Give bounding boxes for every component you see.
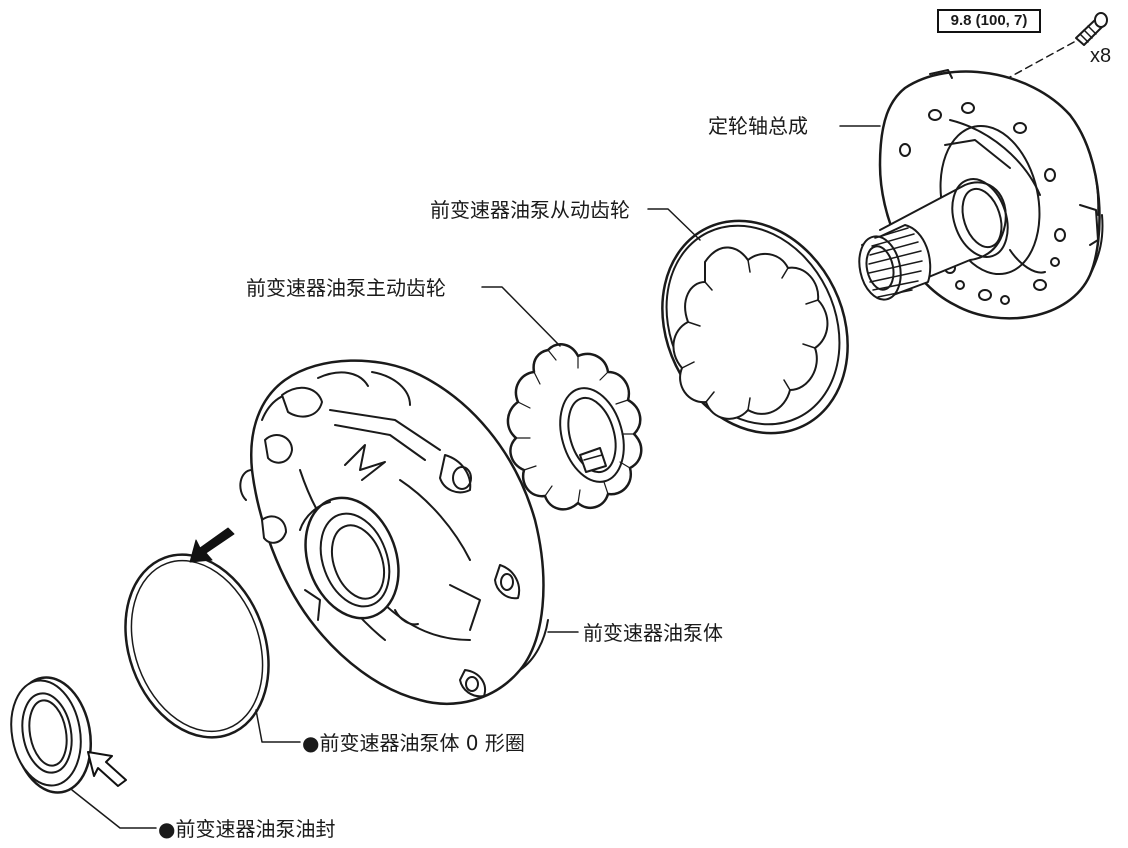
pump-body (239, 359, 549, 705)
leader-oil-seal (71, 789, 157, 829)
o-ring (124, 553, 270, 739)
non-reusable-mark: ● (158, 817, 176, 841)
label-oil-seal-text: 前变速器油泵油封 (175, 817, 336, 841)
install-direction-arrow-outline-icon (87, 751, 127, 787)
leader-o-ring (255, 709, 301, 743)
bolt-quantity: x8 (1090, 45, 1112, 67)
label-oil-seal: ●前变速器油泵油封 (158, 817, 335, 841)
leader-drive-gear (481, 286, 561, 347)
drive-gear (506, 343, 643, 511)
stator-shaft-assembly (858, 69, 1104, 320)
label-o-ring-text: 前变速器油泵体 0 形圈 (319, 731, 525, 755)
label-drive-gear: 前变速器油泵主动齿轮 (246, 276, 446, 300)
label-o-ring: ●前变速器油泵体 0 形圈 (302, 731, 525, 755)
label-stator-shaft: 定轮轴总成 (708, 114, 808, 138)
oil-seal (10, 676, 93, 794)
leader-driven-gear (647, 208, 701, 241)
label-pump-body: 前变速器油泵体 (583, 621, 723, 645)
bolt-icon (1075, 12, 1108, 46)
non-reusable-mark: ● (302, 731, 320, 755)
driven-gear (661, 219, 849, 435)
install-direction-arrow-solid-icon (189, 527, 235, 563)
label-driven-gear: 前变速器油泵从动齿轮 (430, 198, 630, 222)
torque-spec-box: 9.8 (100, 7) (937, 9, 1041, 33)
